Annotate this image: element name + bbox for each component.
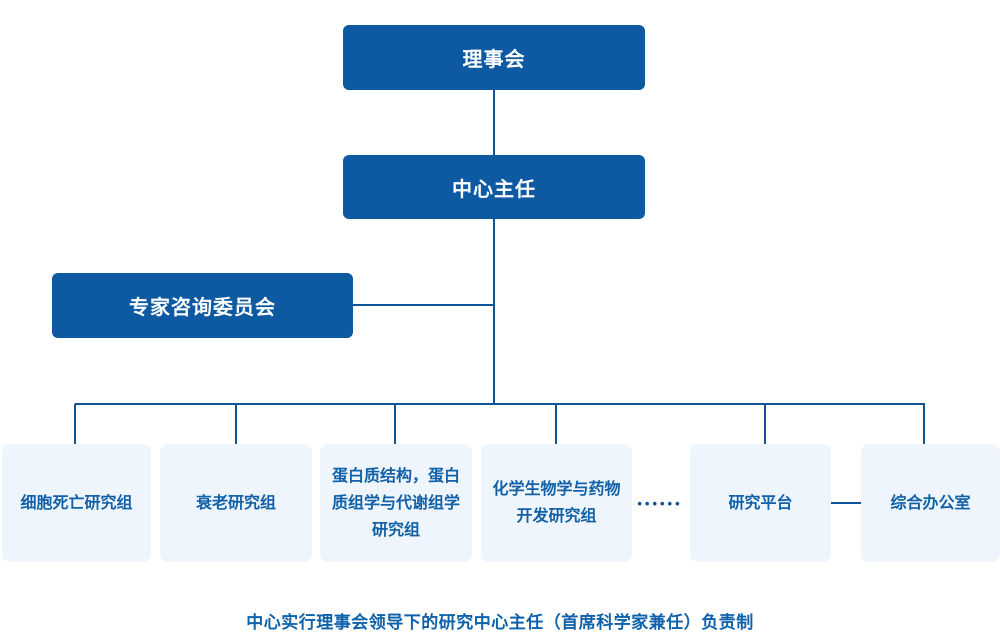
connector-drop-group-4	[555, 404, 557, 445]
node-group-cell-death: 细胞死亡研究组	[2, 444, 151, 562]
connector-advisory-branch	[353, 304, 494, 306]
connector-platform-office	[830, 502, 861, 504]
node-research-platform-label: 研究平台	[728, 494, 793, 512]
connector-main-bus	[75, 403, 925, 405]
node-group-aging-label: 衰老研究组	[195, 494, 276, 512]
node-group-aging: 衰老研究组	[160, 444, 312, 562]
connector-drop-group-2	[235, 404, 237, 445]
node-director-label: 中心主任	[452, 178, 536, 201]
node-group-chem-biology-label: 化学生物学与药物开发研究组	[492, 481, 621, 525]
node-advisory-committee-label: 专家咨询委员会	[129, 297, 276, 319]
connector-drop-group-1	[74, 404, 76, 445]
node-general-office: 综合办公室	[861, 444, 1000, 562]
node-group-chem-biology: 化学生物学与药物开发研究组	[481, 444, 632, 562]
connector-drop-group-3	[394, 404, 396, 445]
node-research-platform: 研究平台	[690, 444, 831, 562]
node-general-office-label: 综合办公室	[890, 494, 971, 512]
node-board-label: 理事会	[462, 49, 526, 71]
node-group-proteomics-label: 蛋白质结构，蛋白质组学与代谢组学研究组	[331, 467, 460, 539]
connector-drop-office	[923, 404, 925, 445]
node-advisory-committee: 专家咨询委员会	[52, 273, 353, 338]
chart-caption: 中心实行理事会领导下的研究中心主任（首席科学家兼任）负责制	[246, 613, 754, 632]
node-director: 中心主任	[343, 155, 645, 219]
node-board: 理事会	[343, 25, 645, 90]
node-group-cell-death-label: 细胞死亡研究组	[20, 494, 133, 512]
connector-director-to-bus	[493, 219, 495, 405]
node-group-proteomics: 蛋白质结构，蛋白质组学与代谢组学研究组	[320, 444, 472, 562]
ellipsis-more-groups: ••••••	[637, 495, 683, 511]
connector-board-to-director	[493, 90, 495, 155]
connector-drop-platform	[764, 404, 766, 445]
